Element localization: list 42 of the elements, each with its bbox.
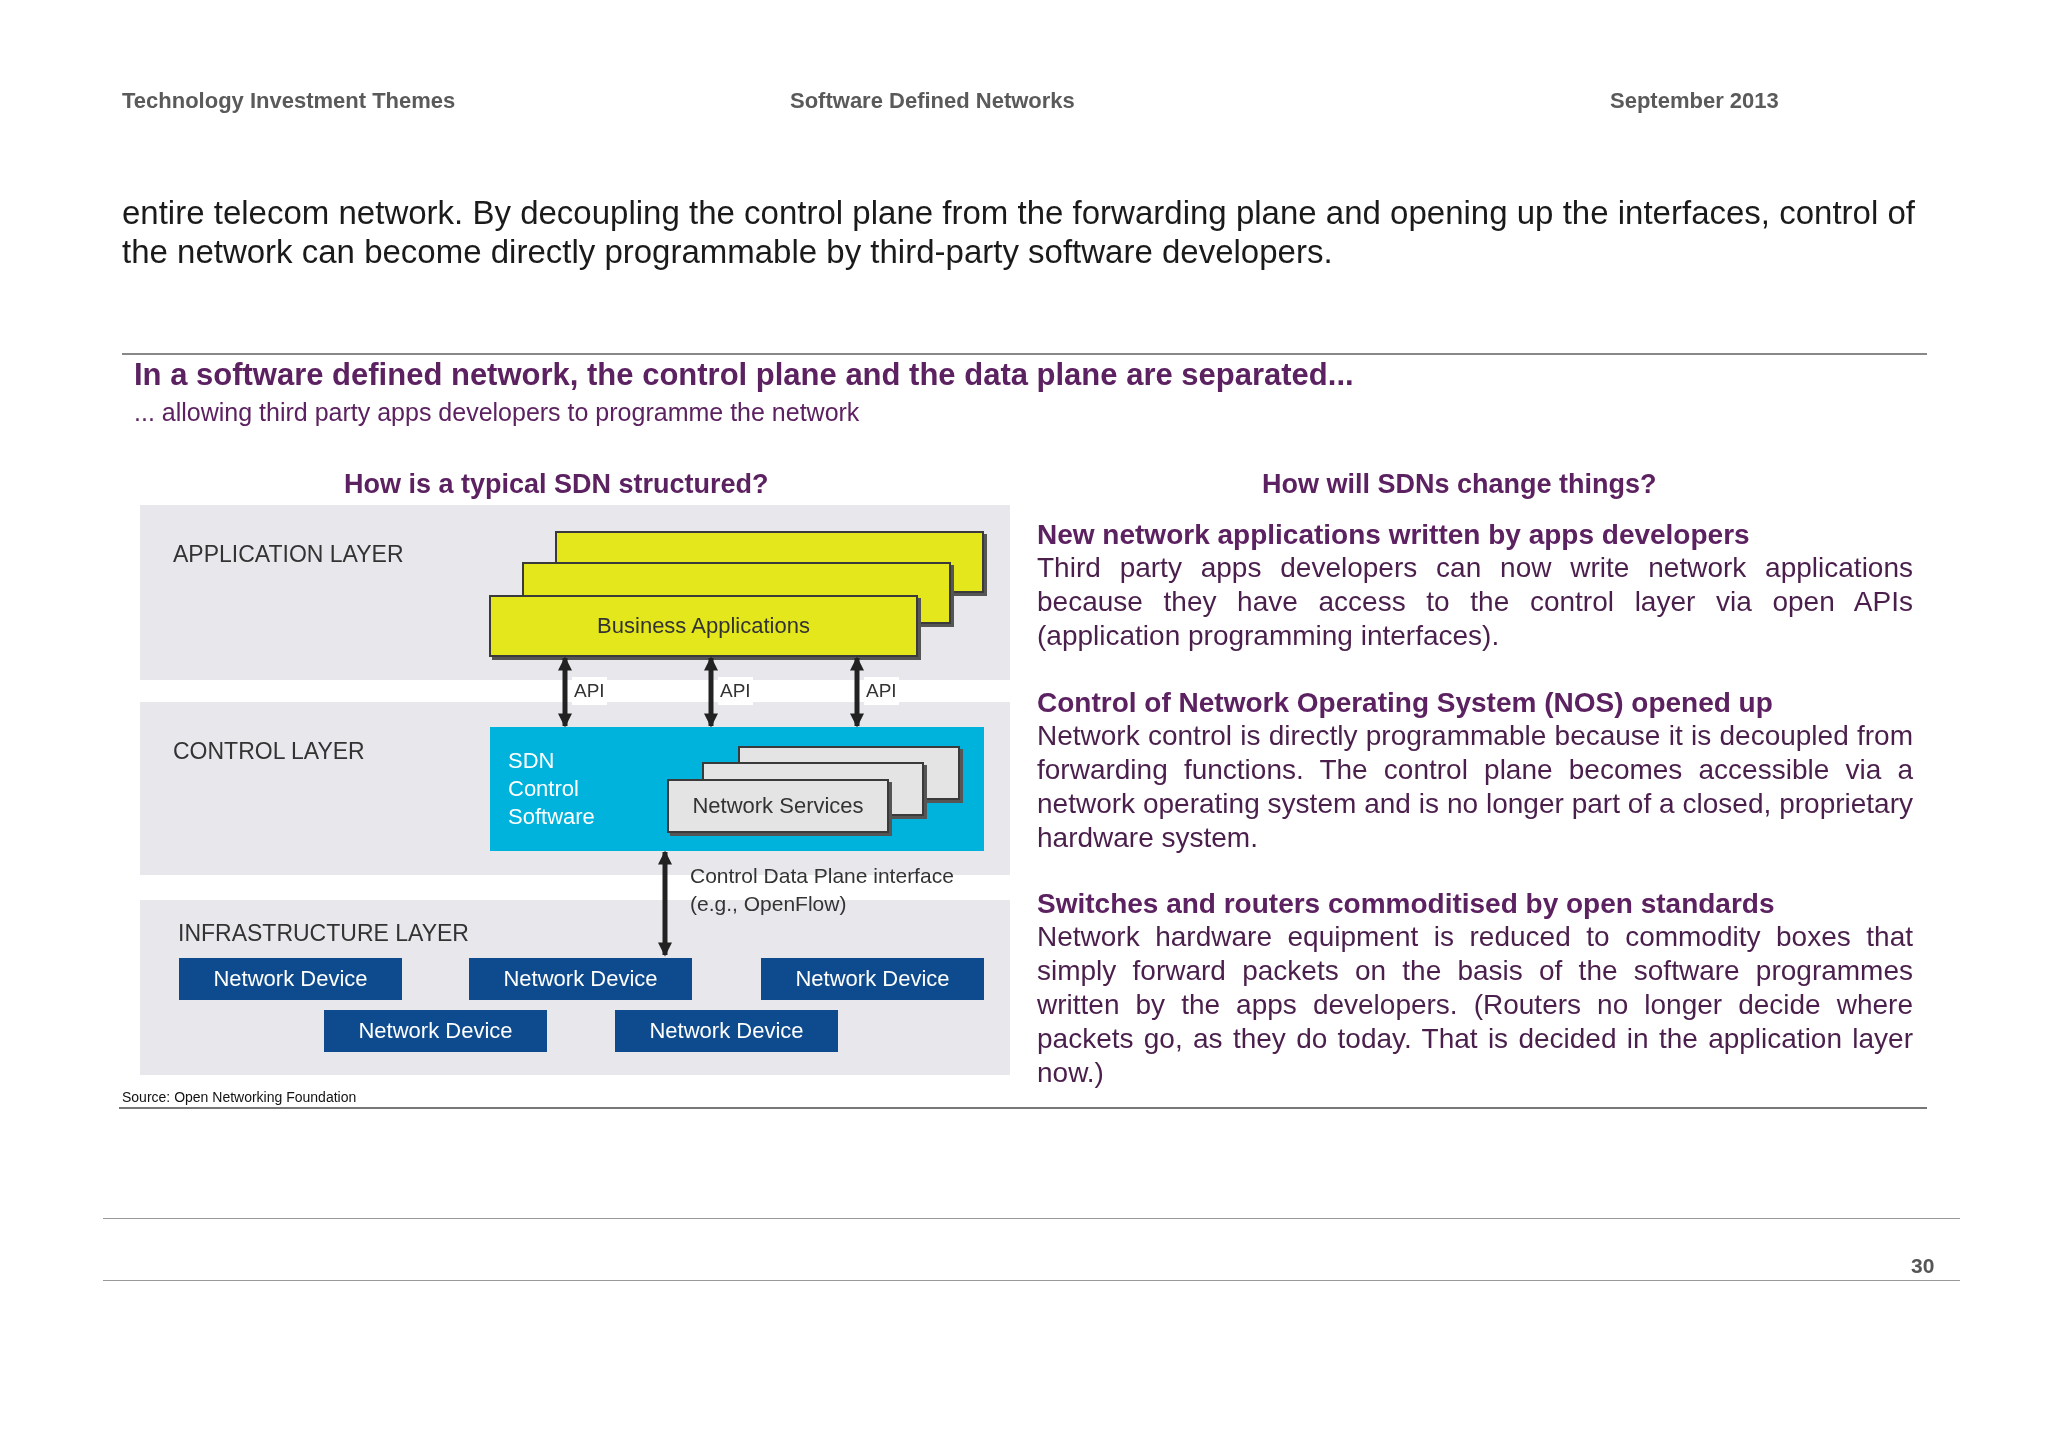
source-note: Source: Open Networking Foundation <box>122 1089 357 1105</box>
header-text: Technology Investment Themes <box>122 88 456 114</box>
box-label: Network Device <box>213 966 368 992</box>
device-box <box>761 958 984 1000</box>
box-label: Network Device <box>358 1018 513 1044</box>
double-arrow <box>704 656 718 728</box>
layer-label: CONTROL LAYER <box>173 738 365 765</box>
point-text: Network hardware equipment is reduced to commodity boxes that simply forward packets on the basis of the software programmes written by the apps developers. (Routers no longer decide where packets go, as they do today. That is decided in the application layer now.) <box>1037 920 1913 1090</box>
box-label: Network Device <box>795 966 950 992</box>
chart-subtitle: ... allowing third party apps developers to programme the network <box>134 398 860 427</box>
header-text: September 2013 <box>1610 88 1779 114</box>
page-number: 30 <box>1911 1254 1935 1278</box>
device-box <box>179 958 402 1000</box>
header-text: Software Defined Networks <box>790 88 1075 114</box>
point-text: Network control is directly programmable because it is decoupled from forwarding functions. The control plane becomes accessible via a network operating system and is no longer part of a closed, proprietary hardware system. <box>1037 719 1913 855</box>
double-arrow <box>558 656 572 728</box>
point-heading: Switches and routers commoditised by open standards <box>1037 888 1775 920</box>
device-box <box>469 958 692 1000</box>
layer-label: APPLICATION LAYER <box>173 541 404 568</box>
box-label: Network Device <box>649 1018 804 1044</box>
section-heading: How is a typical SDN structured? <box>344 469 769 500</box>
section-heading: How will SDNs change things? <box>1262 469 1657 500</box>
double-arrow <box>658 850 672 957</box>
box-label: Business Applications <box>597 613 810 639</box>
layer-band <box>140 505 1010 680</box>
device-box <box>615 1010 838 1052</box>
box-label: Network Services <box>692 792 864 820</box>
double-arrow <box>850 656 864 728</box>
edge-label: API <box>864 677 899 705</box>
device-box <box>324 1010 547 1052</box>
controller-box <box>490 727 984 851</box>
box-label: Network Device <box>503 966 658 992</box>
point-heading: Control of Network Operating System (NOS) opened up <box>1037 687 1773 719</box>
point-heading: New network applications written by apps developers <box>1037 519 1750 551</box>
edge-label: API <box>718 677 753 705</box>
edge-label: API <box>572 677 607 705</box>
layer-label: INFRASTRUCTURE LAYER <box>178 920 469 947</box>
box-label: SDN Control Software <box>508 747 596 831</box>
body-paragraph: entire telecom network. By decoupling the control plane from the forwarding plane and opening up the interfaces, control of the network can become directly programmable by third-party software developers. <box>122 193 1915 271</box>
point-text: Third party apps developers can now write network applications because they have access to the control layer via open APIs (application programming interfaces). <box>1037 551 1913 653</box>
edge-label: Control Data Plane interface (e.g., OpenFlow) <box>689 863 955 917</box>
chart-title: In a software defined network, the control plane and the data plane are separated... <box>134 357 1354 393</box>
